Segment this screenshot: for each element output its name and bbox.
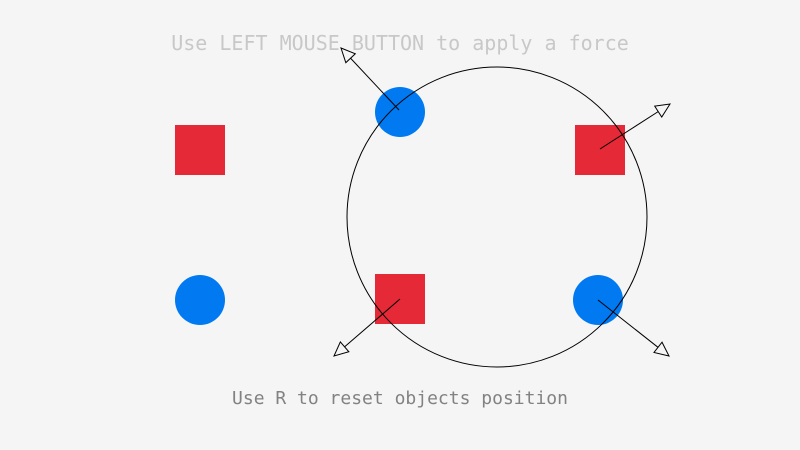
force-arrow-blue-top-line <box>348 56 400 111</box>
red-square-left[interactable] <box>175 125 225 175</box>
force-arrow-red-bottom-center-line <box>342 298 401 349</box>
hint-apply-force: Use LEFT MOUSE BUTTON to apply a force <box>171 31 629 55</box>
blue-circle-top[interactable] <box>375 87 425 137</box>
boundary-circle <box>346 66 648 368</box>
force-arrow-blue-top-head-icon <box>340 47 357 64</box>
red-square-top-right[interactable] <box>575 125 625 175</box>
force-arrow-blue-bottom-right-head-icon <box>653 341 670 357</box>
force-arrow-red-top-right-line <box>599 110 661 150</box>
force-arrow-red-bottom-center-head-icon <box>333 341 350 357</box>
blue-circle-bottom-left[interactable] <box>175 275 225 325</box>
force-arrow-red-top-right-head-icon <box>653 103 671 118</box>
hint-reset-objects: Use R to reset objects position <box>232 388 568 409</box>
force-arrow-blue-bottom-right-line <box>597 299 660 349</box>
